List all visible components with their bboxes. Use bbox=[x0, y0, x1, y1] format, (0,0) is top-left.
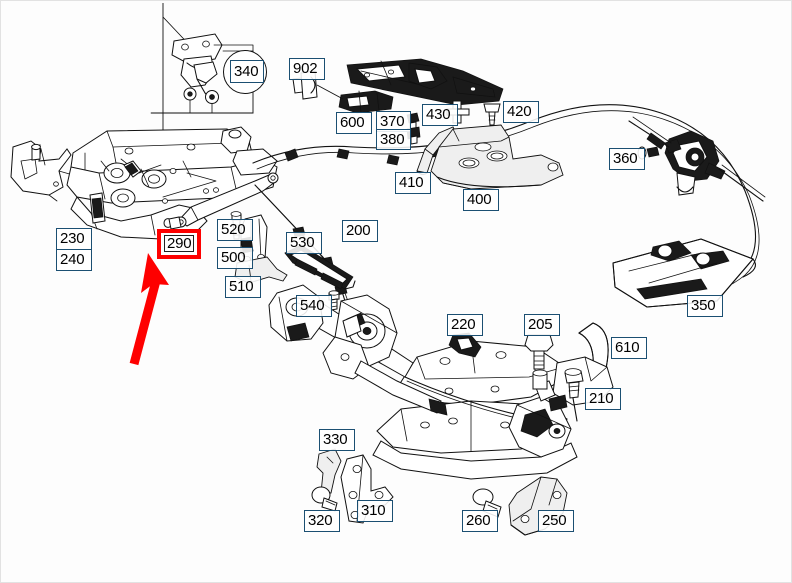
callout-500[interactable]: 500 bbox=[217, 247, 253, 269]
callout-410-label: 410 bbox=[399, 174, 424, 191]
callout-510-label: 510 bbox=[229, 278, 254, 295]
part-340-hinge-detail bbox=[150, 33, 254, 114]
callout-400[interactable]: 400 bbox=[463, 189, 499, 211]
callout-400-label: 400 bbox=[467, 191, 492, 208]
callout-340[interactable]: 340 bbox=[230, 60, 264, 83]
callout-290-label: 290 bbox=[164, 235, 195, 252]
callout-530-label: 530 bbox=[290, 234, 315, 251]
callout-540-label: 540 bbox=[300, 297, 325, 314]
callout-600-label: 600 bbox=[340, 114, 365, 131]
callout-380[interactable]: 380 bbox=[376, 129, 411, 150]
callout-360-label: 360 bbox=[613, 150, 638, 167]
callout-220-label: 220 bbox=[451, 316, 476, 333]
part-290-gas-strut bbox=[163, 172, 279, 230]
part-600-upper-track bbox=[338, 58, 504, 114]
callout-540[interactable]: 540 bbox=[296, 295, 332, 317]
callout-610-label: 610 bbox=[615, 339, 640, 356]
callout-520-label: 520 bbox=[221, 221, 246, 238]
callout-260-label: 260 bbox=[466, 512, 491, 529]
callout-205-label: 205 bbox=[528, 316, 553, 333]
callout-200-label: 200 bbox=[346, 222, 371, 239]
callout-380-label: 380 bbox=[380, 130, 405, 148]
part-lower-seat-frame bbox=[268, 284, 614, 480]
callout-902-label: 902 bbox=[293, 60, 318, 77]
callout-330[interactable]: 330 bbox=[319, 429, 355, 451]
callout-200[interactable]: 200 bbox=[342, 220, 378, 242]
callout-500-label: 500 bbox=[221, 249, 246, 266]
callout-350[interactable]: 350 bbox=[687, 295, 723, 317]
callout-230[interactable]: 230 bbox=[56, 228, 92, 250]
callout-902[interactable]: 902 bbox=[289, 58, 325, 80]
callout-220[interactable]: 220 bbox=[447, 314, 483, 336]
callout-320[interactable]: 320 bbox=[304, 510, 340, 532]
callout-210-label: 210 bbox=[589, 390, 614, 407]
part-330-hook bbox=[316, 448, 342, 494]
callout-250[interactable]: 250 bbox=[538, 510, 574, 532]
callout-310[interactable]: 310 bbox=[357, 500, 393, 522]
callout-360[interactable]: 360 bbox=[609, 148, 645, 170]
callout-350-label: 350 bbox=[691, 297, 716, 314]
callout-600[interactable]: 600 bbox=[336, 112, 372, 134]
callout-430-label: 430 bbox=[426, 106, 451, 123]
part-205-bolt bbox=[524, 334, 554, 390]
callout-370-label: 370 bbox=[380, 112, 405, 130]
part-320-rivet bbox=[311, 486, 338, 512]
callout-510[interactable]: 510 bbox=[225, 276, 261, 298]
callout-320-label: 320 bbox=[308, 512, 333, 529]
callout-250-label: 250 bbox=[542, 512, 567, 529]
part-400-cover-panel bbox=[430, 124, 564, 190]
callout-210[interactable]: 210 bbox=[585, 388, 621, 410]
callout-370[interactable]: 370 bbox=[376, 111, 411, 132]
callout-520[interactable]: 520 bbox=[217, 219, 253, 241]
callout-420-label: 420 bbox=[507, 103, 532, 120]
callout-420[interactable]: 420 bbox=[503, 101, 539, 123]
part-420-rivet bbox=[483, 103, 501, 126]
callout-330-label: 330 bbox=[323, 431, 348, 448]
callout-240[interactable]: 240 bbox=[56, 249, 92, 271]
callout-240-label: 240 bbox=[60, 251, 85, 268]
callout-290-highlighted[interactable]: 290 bbox=[157, 229, 201, 259]
callout-205[interactable]: 205 bbox=[524, 314, 560, 336]
part-350-mesh-panel bbox=[612, 238, 756, 308]
callout-530[interactable]: 530 bbox=[286, 232, 322, 254]
callout-230-label: 230 bbox=[60, 230, 85, 247]
callout-430[interactable]: 430 bbox=[422, 104, 458, 126]
part-210-screw bbox=[564, 368, 584, 422]
callout-310-label: 310 bbox=[361, 502, 386, 519]
callout-410[interactable]: 410 bbox=[395, 172, 431, 194]
part-310-bracket bbox=[340, 454, 394, 524]
part-220-clip bbox=[448, 332, 482, 358]
callout-260[interactable]: 260 bbox=[462, 510, 498, 532]
callout-610[interactable]: 610 bbox=[611, 337, 647, 359]
callout-340-label: 340 bbox=[234, 62, 259, 80]
